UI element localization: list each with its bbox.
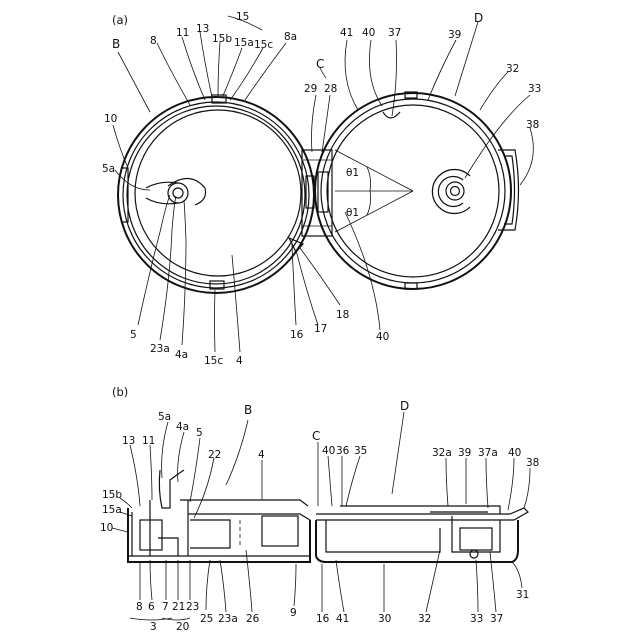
label-a-41: 41 bbox=[340, 27, 353, 39]
label-b-26: 26 bbox=[246, 613, 260, 625]
label-b-15a: 15a bbox=[102, 504, 122, 516]
label-b-41: 41 bbox=[336, 613, 349, 625]
label-a-4: 4 bbox=[236, 355, 243, 367]
label-a-38: 38 bbox=[526, 119, 539, 131]
label-a-theta1-top: θ1 bbox=[346, 167, 359, 179]
label-b-31: 31 bbox=[516, 589, 529, 601]
label-b-3: 3 bbox=[150, 621, 157, 633]
label-b-7: 7 bbox=[162, 601, 169, 613]
label-a-15c-bot: 15c bbox=[204, 355, 223, 367]
label-b-C: C bbox=[312, 429, 320, 443]
label-a-B: B bbox=[112, 37, 120, 51]
label-b-15b: 15b bbox=[102, 489, 122, 501]
label-b-40a: 40 bbox=[322, 445, 335, 457]
label-b-D: D bbox=[400, 399, 409, 413]
label-a-23a: 23a bbox=[150, 343, 170, 355]
label-b-37: 37 bbox=[490, 613, 503, 625]
label-a-29: 29 bbox=[304, 83, 317, 95]
label-b-30: 30 bbox=[378, 613, 391, 625]
label-b-5a: 5a bbox=[158, 411, 171, 423]
label-a-18: 18 bbox=[336, 309, 349, 321]
label-b-33: 33 bbox=[470, 613, 483, 625]
label-a-39: 39 bbox=[448, 29, 461, 41]
label-b-21: 21 bbox=[172, 601, 185, 613]
label-b-22: 22 bbox=[208, 449, 221, 461]
label-a-D: D bbox=[474, 11, 483, 25]
label-b-38: 38 bbox=[526, 457, 539, 469]
lid-d-section bbox=[316, 506, 528, 562]
label-b-9: 9 bbox=[290, 607, 297, 619]
label-a-33: 33 bbox=[528, 83, 541, 95]
label-a-40-bot: 40 bbox=[376, 331, 389, 343]
label-b-25: 25 bbox=[200, 613, 213, 625]
label-b-23a: 23a bbox=[218, 613, 238, 625]
label-b-4a: 4a bbox=[176, 421, 189, 433]
label-a-15: 15 bbox=[236, 11, 249, 23]
label-a-32: 32 bbox=[506, 63, 519, 75]
label-a-16: 16 bbox=[290, 329, 304, 341]
label-b-23: 23 bbox=[186, 601, 199, 613]
label-b-37a: 37a bbox=[478, 447, 498, 459]
label-a-13: 13 bbox=[196, 23, 209, 35]
label-a-28: 28 bbox=[324, 83, 337, 95]
label-b-6: 6 bbox=[148, 601, 155, 613]
label-b-B: B bbox=[244, 403, 252, 417]
label-a-15c-top: 15c bbox=[254, 39, 273, 51]
label-a-17: 17 bbox=[314, 323, 327, 335]
label-a-15a: 15a bbox=[234, 37, 254, 49]
figure-b: (b) bbox=[100, 385, 539, 633]
label-a-15b: 15b bbox=[212, 33, 232, 45]
label-a-11: 11 bbox=[176, 27, 189, 39]
label-b-20: 20 bbox=[176, 621, 189, 633]
label-b-40b: 40 bbox=[508, 447, 521, 459]
container-b-top-view bbox=[118, 95, 314, 293]
label-a-40-top: 40 bbox=[362, 27, 375, 39]
label-a-10: 10 bbox=[104, 113, 117, 125]
label-a-5: 5 bbox=[130, 329, 137, 341]
figure-a: (a) bbox=[102, 11, 541, 367]
label-a-8a: 8a bbox=[284, 31, 297, 43]
label-b-10: 10 bbox=[100, 522, 113, 534]
label-b-35: 35 bbox=[354, 445, 367, 457]
label-b-36: 36 bbox=[336, 445, 350, 457]
label-b-16: 16 bbox=[316, 613, 330, 625]
figure-b-label: (b) bbox=[112, 385, 128, 399]
figure-b-leaders bbox=[112, 412, 530, 620]
label-a-8: 8 bbox=[150, 35, 157, 47]
container-b-section bbox=[128, 470, 310, 562]
label-a-5a: 5a bbox=[102, 163, 115, 175]
label-a-C: C bbox=[316, 57, 324, 71]
label-b-4: 4 bbox=[258, 449, 265, 461]
label-b-39: 39 bbox=[458, 447, 471, 459]
label-b-5: 5 bbox=[196, 427, 203, 439]
label-b-32a: 32a bbox=[432, 447, 452, 459]
figure-a-label: (a) bbox=[112, 13, 128, 27]
lid-d-top-view bbox=[315, 92, 519, 289]
label-a-4a: 4a bbox=[175, 349, 188, 361]
label-b-11: 11 bbox=[142, 435, 155, 447]
label-b-32: 32 bbox=[418, 613, 431, 625]
label-b-8: 8 bbox=[136, 601, 143, 613]
label-a-theta1-bot: θ1 bbox=[346, 207, 359, 219]
label-a-37: 37 bbox=[388, 27, 401, 39]
label-b-13: 13 bbox=[122, 435, 135, 447]
